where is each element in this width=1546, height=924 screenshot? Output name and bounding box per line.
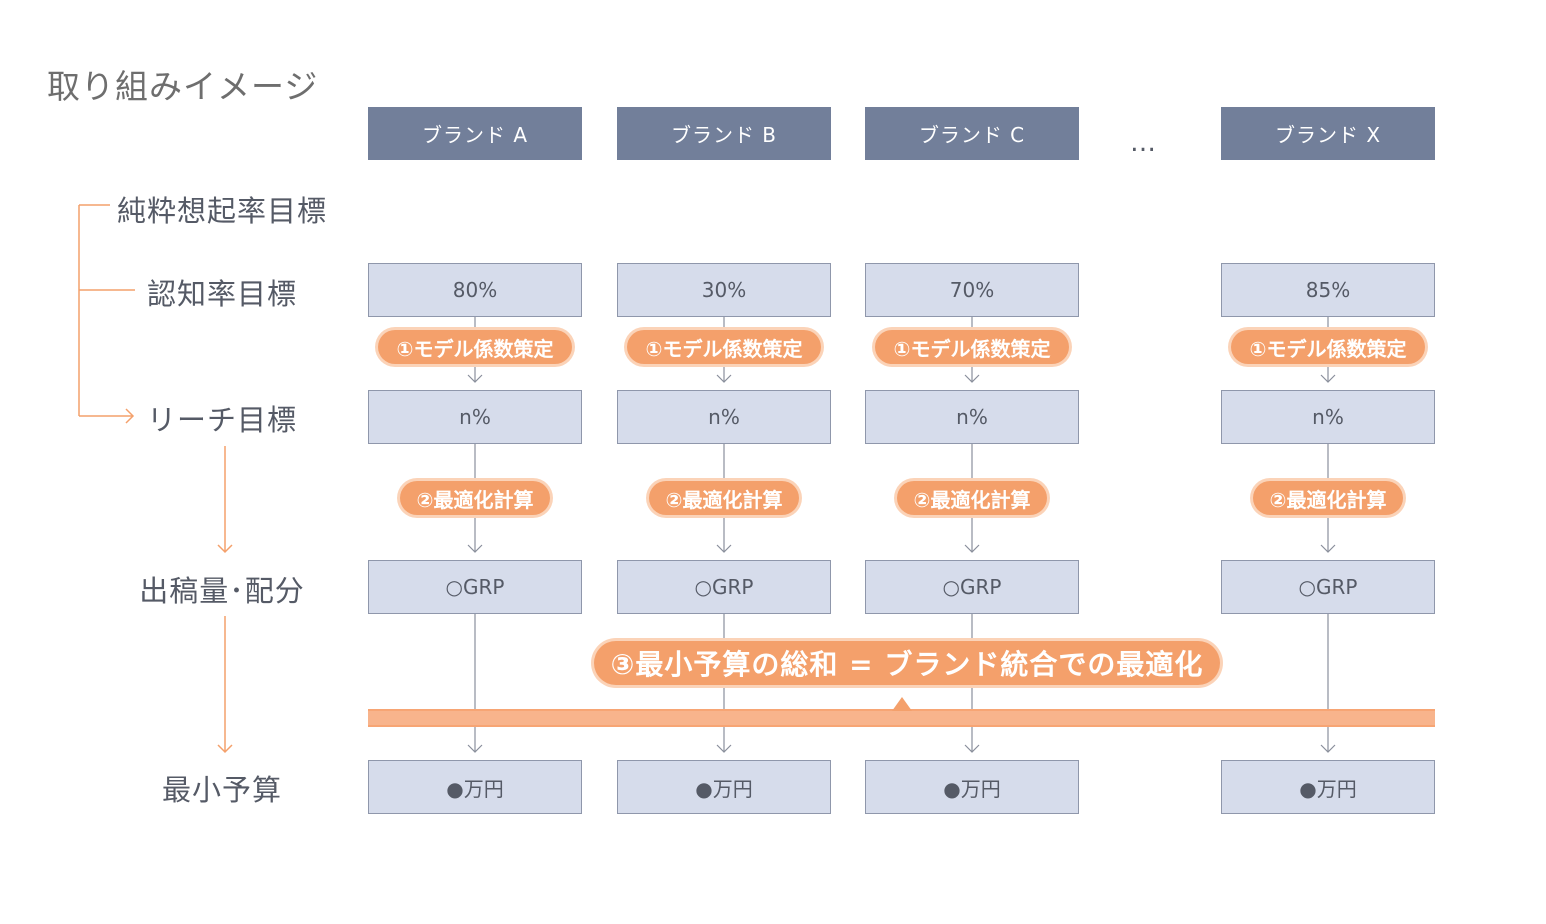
brand-header: ブランド A (368, 107, 582, 160)
min-budget-box: ●万円 (1221, 760, 1435, 814)
awareness-target-box: 80% (368, 263, 582, 317)
band-pointer-icon (892, 697, 912, 711)
row-label-reach: リーチ目標 (146, 403, 297, 437)
row-label-volume: 出稿量･配分 (139, 574, 305, 608)
step2-pill: ②最適化計算 (400, 481, 550, 515)
page-title: 取り組みイメージ (47, 67, 319, 106)
grp-box: ○GRP (617, 560, 831, 614)
awareness-target-box: 85% (1221, 263, 1435, 317)
more-brands-ellipsis: … (1130, 128, 1159, 158)
reach-target-box: n% (865, 390, 1079, 444)
awareness-target-box: 30% (617, 263, 831, 317)
step2-pill: ②最適化計算 (649, 481, 799, 515)
reach-target-box: n% (1221, 390, 1435, 444)
step2-pill: ②最適化計算 (1253, 481, 1403, 515)
step1-pill: ①モデル係数策定 (875, 330, 1069, 364)
row-label-min-budget: 最小予算 (161, 773, 282, 807)
brand-header: ブランド X (1221, 107, 1435, 160)
grp-box: ○GRP (368, 560, 582, 614)
min-budget-box: ●万円 (617, 760, 831, 814)
min-budget-box: ●万円 (368, 760, 582, 814)
step3-pill: ③最小予算の総和 = ブランド統合での最適化 (594, 641, 1220, 685)
grp-box: ○GRP (865, 560, 1079, 614)
aggregation-band (368, 709, 1435, 727)
brand-header: ブランド C (865, 107, 1079, 160)
step2-pill: ②最適化計算 (897, 481, 1047, 515)
step1-pill: ①モデル係数策定 (1231, 330, 1425, 364)
reach-target-box: n% (617, 390, 831, 444)
min-budget-box: ●万円 (865, 760, 1079, 814)
row-label-pure-recall: 純粋想起率目標 (116, 194, 327, 228)
reach-target-box: n% (368, 390, 582, 444)
step1-pill: ①モデル係数策定 (627, 330, 821, 364)
step1-pill: ①モデル係数策定 (378, 330, 572, 364)
column-connectors (467, 317, 1336, 753)
grp-box: ○GRP (1221, 560, 1435, 614)
awareness-target-box: 70% (865, 263, 1079, 317)
bracket-lines (78, 204, 233, 754)
row-label-awareness: 認知率目標 (146, 277, 297, 311)
brand-header: ブランド B (617, 107, 831, 160)
